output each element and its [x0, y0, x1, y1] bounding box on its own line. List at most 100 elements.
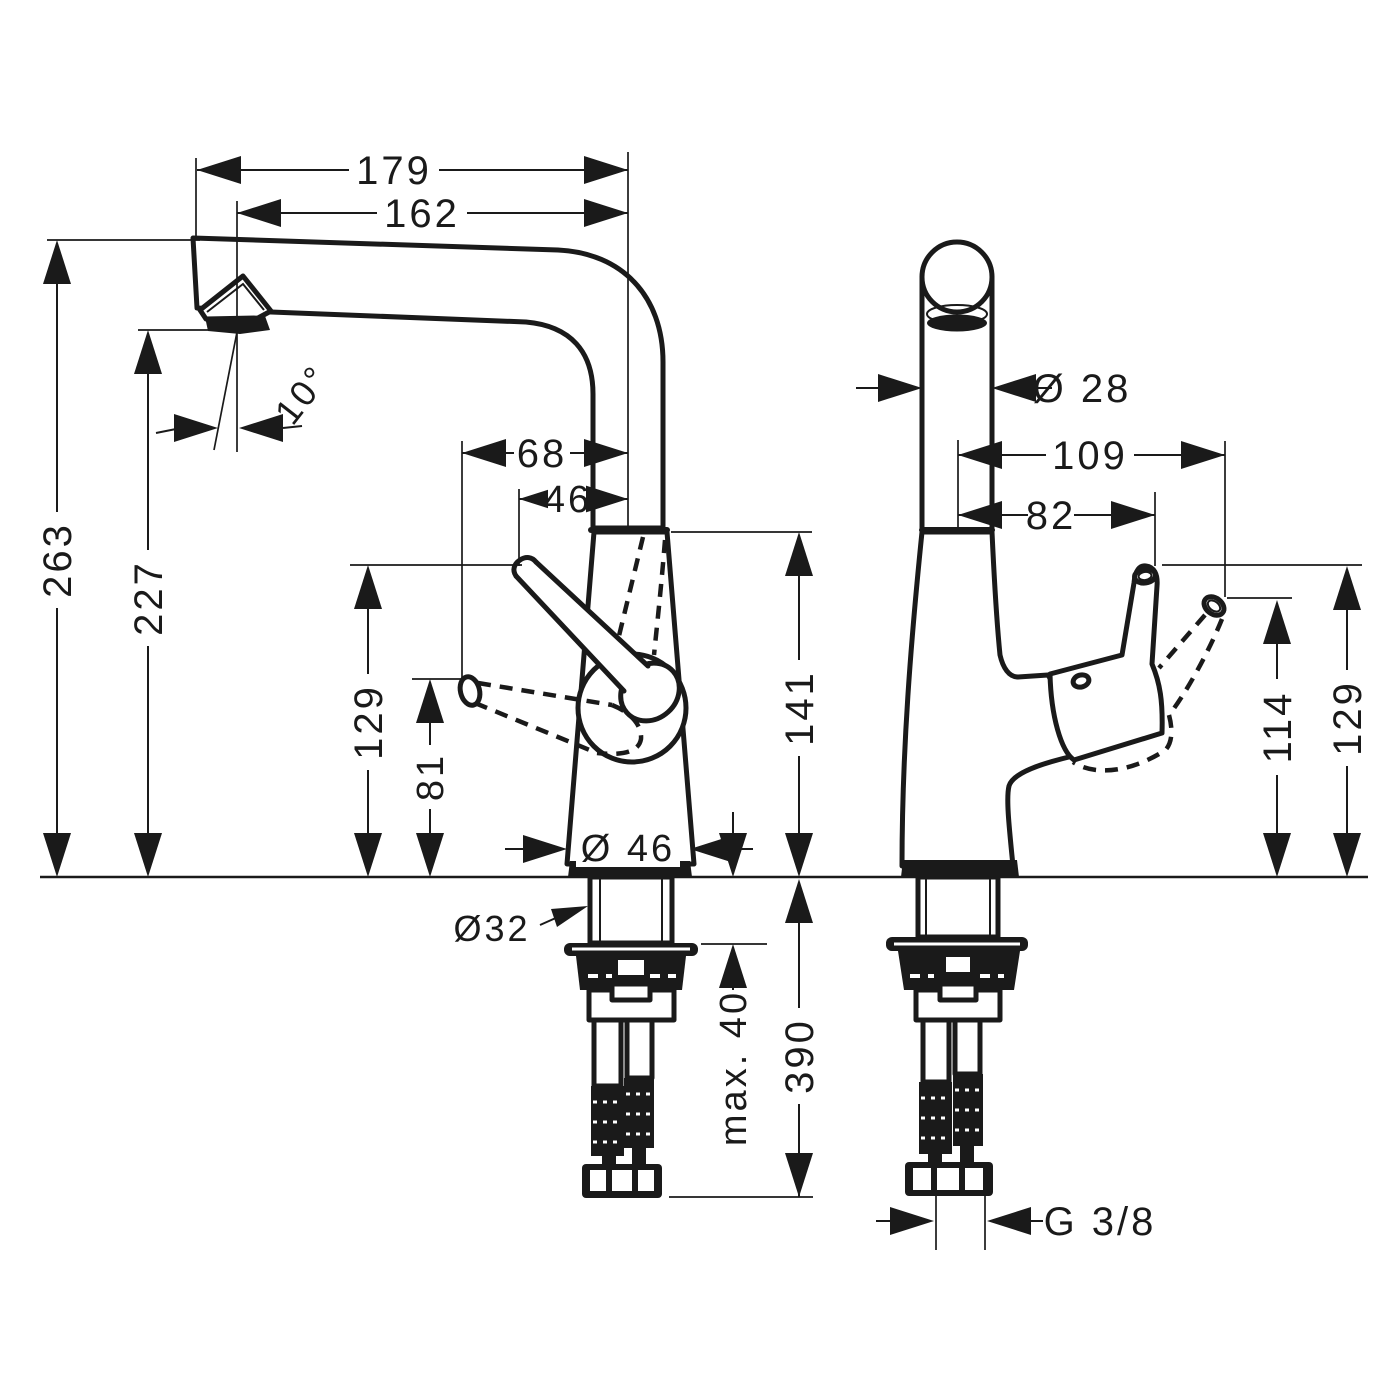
front-handle-dashed-4: [1071, 752, 1161, 773]
arrowhead: [584, 199, 628, 227]
arrowhead: [134, 833, 162, 877]
arrowhead: [239, 414, 283, 442]
aerator-facet: [197, 273, 274, 322]
front-view-faucet: [886, 239, 1227, 1196]
arrowhead: [462, 439, 506, 467]
dim-shank-diameter: Ø32: [453, 908, 530, 949]
dim-hose-length: 390: [778, 1018, 822, 1094]
dim-connection-thread: G 3/8: [1044, 1200, 1157, 1244]
spout-tube-end: [919, 239, 995, 315]
arrowhead: [584, 156, 628, 184]
hex-facet: [590, 1170, 606, 1191]
hose-tab-left: [602, 1156, 616, 1166]
arrowhead: [43, 833, 71, 877]
front-handle-dashed-2: [1167, 618, 1225, 717]
dim-handle-reach-down: 109: [1052, 434, 1128, 478]
front-braid-texture: [921, 1088, 981, 1140]
arrowhead: [416, 679, 444, 723]
front-base-band: [901, 860, 1019, 877]
arrowhead: [785, 532, 813, 576]
arrowhead: [987, 1207, 1031, 1235]
dim-front-height-handle-up: 129: [1326, 680, 1370, 756]
arrowhead: [584, 439, 628, 467]
dim-handle-offset-down: 46: [544, 479, 592, 521]
arrowhead: [1263, 833, 1291, 877]
hex-facet: [612, 1170, 632, 1191]
arrowhead: [719, 833, 747, 877]
handle-lever-top-edge: [533, 559, 651, 669]
hose-right: [624, 1017, 655, 1081]
arrowhead: [1181, 441, 1225, 469]
arrowhead: [134, 330, 162, 374]
side-view-dimensions: 179 162 10° 263 227 129: [36, 149, 822, 1198]
braid-texture: [593, 1092, 652, 1144]
front-body: [899, 529, 1072, 869]
mounting-nut-window: [618, 960, 644, 975]
leader-arrowhead: [551, 906, 588, 927]
arrowhead: [354, 833, 382, 877]
dim-spout-length: 179: [356, 149, 432, 193]
front-shank: [915, 874, 1001, 940]
front-view-dimensions: Ø 28 109 82 114 129 G 3/8: [856, 367, 1370, 1250]
handle-hole: [1070, 672, 1092, 690]
arrowhead: [354, 565, 382, 609]
front-handle-dashed-1: [1157, 613, 1207, 670]
front-hex-facet: [937, 1168, 959, 1190]
arrowhead: [992, 374, 1036, 402]
front-lever-cap-inner: [1137, 570, 1153, 582]
arrowhead: [197, 156, 241, 184]
arrowhead: [174, 414, 218, 442]
arrowhead: [785, 833, 813, 877]
handle-down-tip: [457, 674, 483, 708]
dim-height-body: 141: [778, 670, 822, 746]
handle-lever-fill: [513, 557, 648, 691]
handle-down-dashed-top: [477, 680, 613, 708]
front-lever-cap: [1132, 566, 1158, 586]
side-view-faucet: [190, 152, 698, 1198]
dim-height-handle-up: 129: [347, 684, 391, 760]
arrowhead: [237, 199, 281, 227]
arrowhead: [1263, 600, 1291, 644]
arrowhead: [878, 374, 922, 402]
arrowhead: [785, 879, 813, 923]
front-lower-block-notch: [937, 981, 979, 1003]
front-handle-down-tip-inner: [1206, 599, 1222, 613]
arrowhead: [1333, 566, 1361, 610]
dim-height-total: 263: [36, 522, 80, 598]
arrowhead: [719, 944, 747, 988]
front-handle: [1047, 563, 1165, 763]
dim-spout-diameter: Ø 28: [1033, 367, 1132, 411]
dim-base-diameter: Ø 46: [581, 828, 675, 870]
arrowhead: [416, 833, 444, 877]
handle-lever-bottom-edge: [513, 573, 627, 694]
arrowhead: [1333, 833, 1361, 877]
aerator-facet-inner: [206, 282, 265, 313]
hose-tab-right: [632, 1148, 646, 1164]
front-hex-facet: [913, 1168, 931, 1190]
arrowhead: [958, 501, 1002, 529]
dim-height-outlet: 227: [127, 560, 171, 636]
cartridge-dashed-left: [615, 536, 646, 641]
spout-outline: [190, 235, 666, 531]
arrowhead: [958, 441, 1002, 469]
handle-lever-cap: [511, 555, 539, 579]
front-hose-left: [920, 1017, 952, 1085]
shank: [587, 874, 675, 946]
lower-block-notch: [609, 981, 653, 1003]
front-nut-window: [946, 957, 970, 972]
dim-spout-reach: 162: [384, 192, 460, 236]
spout-bore: [927, 314, 987, 332]
front-hex-facet: [965, 1168, 983, 1190]
arrowhead: [43, 240, 71, 284]
hex-facet: [638, 1170, 654, 1191]
front-hose-tab-left: [928, 1154, 942, 1164]
dim-height-handle-down: 81: [410, 753, 452, 801]
arrowhead: [584, 485, 628, 513]
dim-handle-offset-up: 68: [517, 432, 568, 476]
hose-left: [591, 1017, 624, 1089]
arrowhead: [523, 835, 567, 863]
dim-deck-max-thickness: max. 40: [713, 990, 755, 1146]
front-handle-dashed-3: [1160, 714, 1174, 755]
